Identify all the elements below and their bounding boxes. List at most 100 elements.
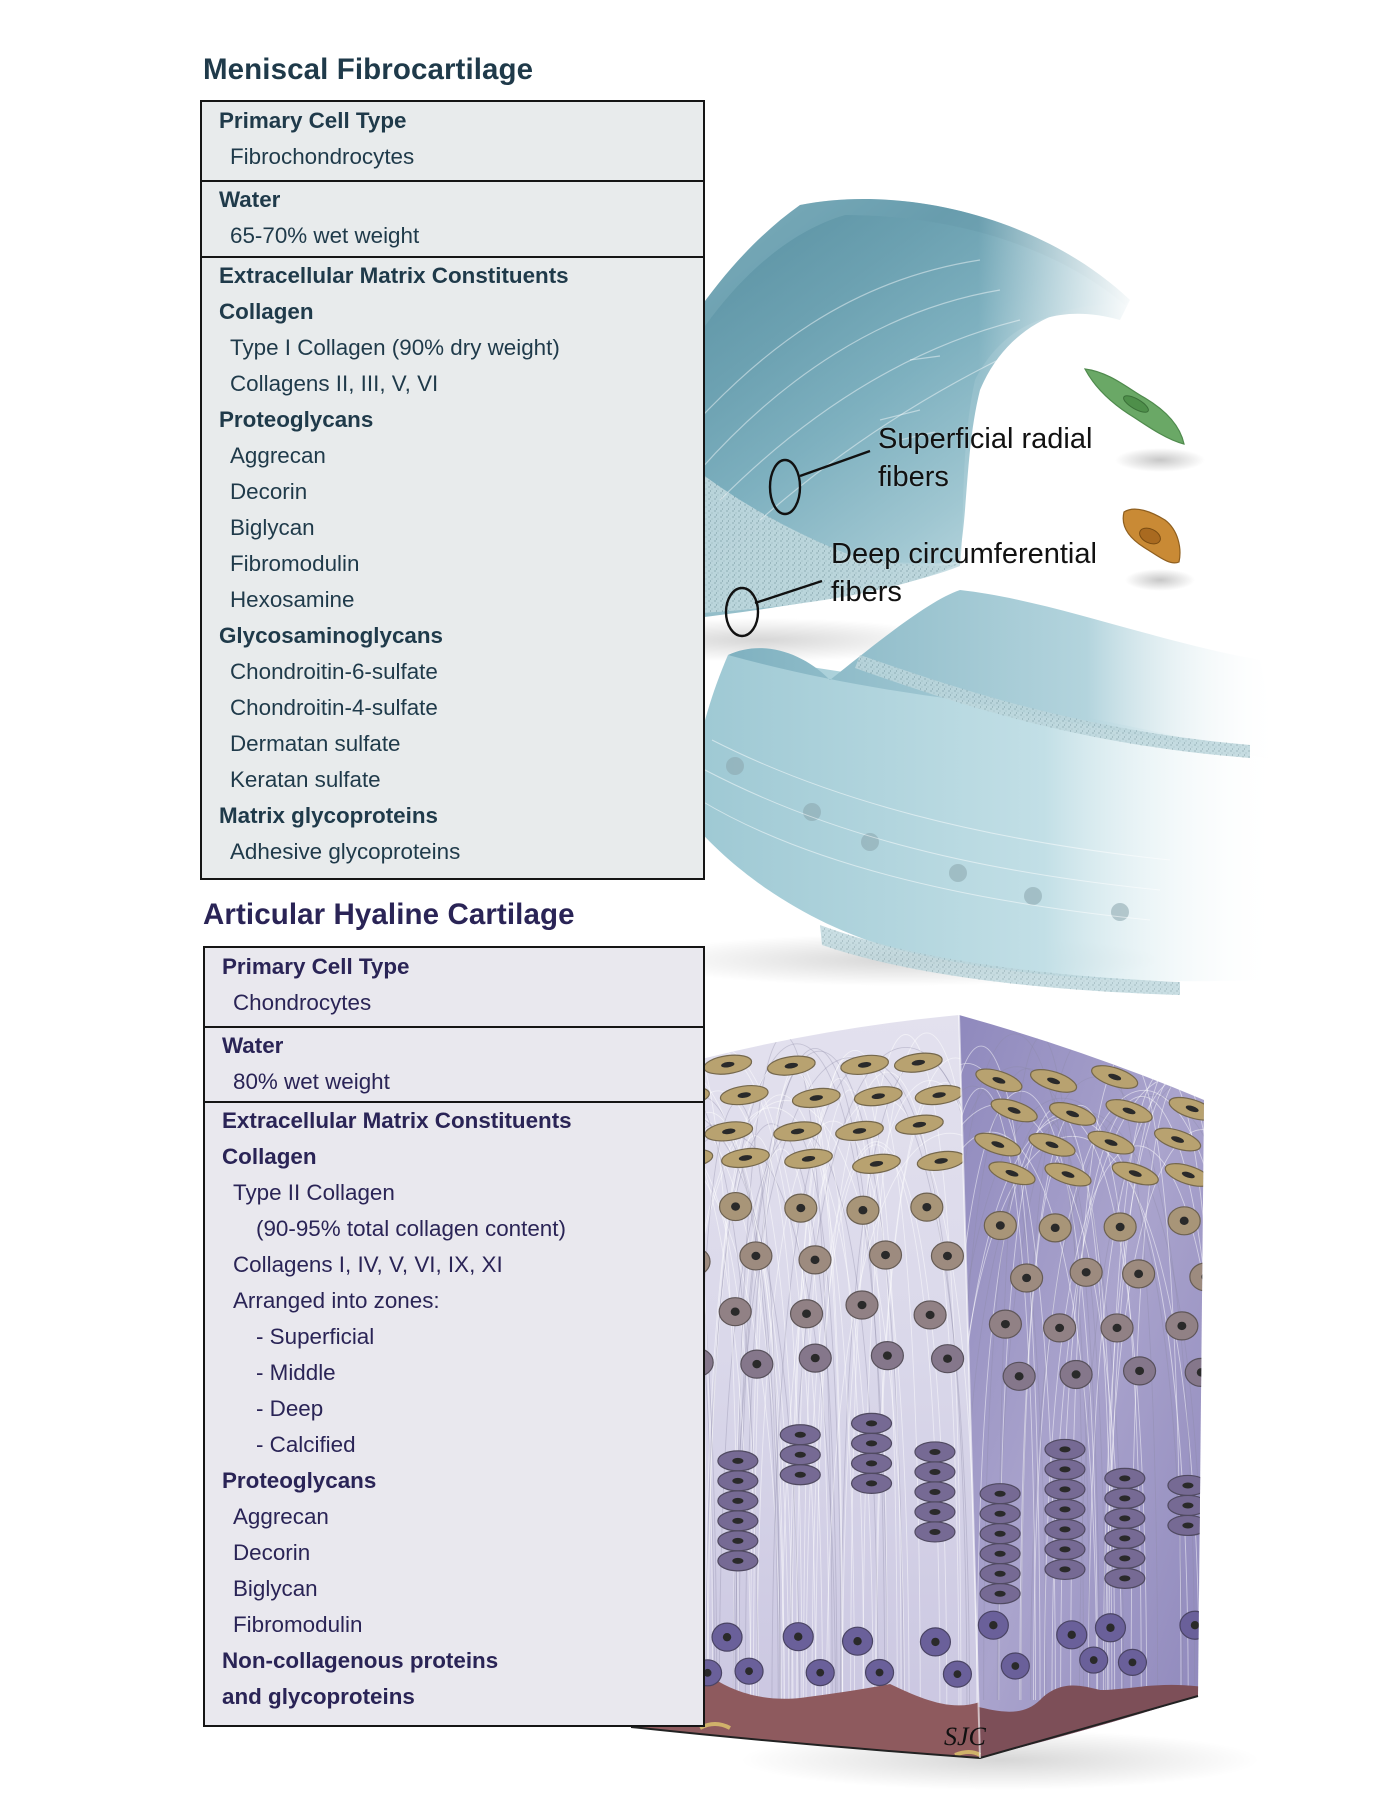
cell-nucleus [858, 1206, 868, 1215]
cell-nucleus [994, 1510, 1006, 1517]
row-value: 80% wet weight [233, 1069, 390, 1094]
proteoglycans-heading: Proteoglycans [222, 1468, 377, 1493]
collagen-fiber [756, 1120, 910, 1721]
list-item: Fibromodulin [233, 1612, 363, 1637]
collagen-fiber [850, 1034, 962, 1721]
cell-nucleus [1106, 1623, 1115, 1632]
cell-nucleus [929, 1448, 941, 1455]
collagen-fiber [815, 1071, 960, 1721]
cell-nucleus [865, 1420, 878, 1427]
meniscus-upper-rim-shade [575, 199, 1130, 612]
cell-nucleus [810, 1353, 820, 1363]
row-heading: Primary Cell Type [222, 954, 410, 979]
collagen-fiber [959, 1087, 1036, 1701]
collagen-fiber [874, 1057, 980, 1721]
cell-nucleus [857, 1300, 867, 1310]
meniscal-ecm-row: Extracellular Matrix Constituents Collag… [202, 258, 703, 870]
cell-nucleus [994, 1550, 1006, 1557]
cell-nucleus [1119, 1495, 1131, 1502]
superficial-radial-fibers-label: Superficial radial fibers [878, 420, 1092, 496]
cell-nucleus [989, 1620, 998, 1630]
cell-nucleus [1104, 1139, 1118, 1146]
zone-item: - Calcified [256, 1432, 356, 1457]
row-heading: Extracellular Matrix Constituents [219, 263, 569, 288]
collagen-fiber [707, 1135, 803, 1721]
cell-nucleus [1182, 1522, 1194, 1529]
cell-nucleus [1182, 1482, 1194, 1489]
cell-nucleus [1177, 1321, 1187, 1331]
label-line: Superficial radial [878, 423, 1093, 455]
hyaline-section-title: Articular Hyaline Cartilage [203, 898, 575, 931]
cell-nucleus [751, 1251, 761, 1261]
label-line: fibers [831, 576, 902, 608]
cell-nucleus [1190, 1621, 1200, 1630]
cell-nucleus [991, 1141, 1005, 1148]
cell-nucleus [1007, 1107, 1021, 1114]
list-item: Chondroitin-4-sulfate [230, 695, 438, 720]
label-line: Deep circumferential [831, 538, 1097, 570]
collagen-fiber [959, 1066, 1125, 1701]
label-line: fibers [878, 461, 949, 493]
cell-nucleus [1171, 1136, 1185, 1143]
cell-nucleus [1000, 1319, 1010, 1329]
cell-nucleus [869, 1160, 884, 1167]
list-item-note: (90-95% total collagen content) [256, 1216, 566, 1241]
cell-nucleus [732, 1517, 744, 1524]
deep-circumferential-fibers-label: Deep circumferential fibers [831, 535, 1097, 611]
cell-nucleus [1119, 1575, 1131, 1582]
zone-item: - Middle [256, 1360, 336, 1385]
calcified-zone-chondrocyte [1202, 1646, 1204, 1674]
cell-nucleus [1196, 1368, 1204, 1377]
cell-nucleus [794, 1632, 803, 1641]
list-item: Collagens I, IV, V, VI, IX, XI [233, 1252, 503, 1277]
cell-nucleus [1067, 1630, 1076, 1640]
cell-nucleus [882, 1351, 892, 1360]
list-item: Dermatan sulfate [230, 731, 401, 756]
cell-nucleus [994, 1590, 1006, 1597]
collagen-fiber [959, 1085, 1047, 1701]
cell-nucleus [1112, 1323, 1122, 1333]
cell-nucleus [738, 1155, 753, 1161]
cell-nucleus [1011, 1662, 1020, 1670]
collagen-fiber [959, 1063, 1056, 1701]
cell-nucleus [794, 1431, 806, 1438]
zone-item: - Superficial [256, 1324, 375, 1349]
noncollagenous-heading-cont: and glycoproteins [222, 1684, 415, 1709]
cell-nucleus [1089, 1656, 1098, 1664]
chondrocyte-cell-shadow [1125, 569, 1195, 591]
superficial-fibers-callout-ring [768, 458, 802, 516]
cell-nucleus [801, 1155, 816, 1162]
cell-nucleus [1185, 1105, 1199, 1113]
cartilage-vertical-edge [958, 1014, 981, 1759]
cell-nucleus [1213, 1656, 1221, 1664]
list-item: Keratan sulfate [230, 767, 381, 792]
cell-nucleus [912, 1121, 927, 1128]
cell-nucleus [1119, 1515, 1131, 1522]
cell-nucleus [1071, 1370, 1081, 1379]
meniscal-properties-table: Primary Cell Type Fibrochondrocytes Wate… [200, 100, 705, 880]
cell-nucleus [1134, 1269, 1144, 1279]
cell-nucleus [721, 1061, 735, 1068]
collagen-fiber [705, 1123, 838, 1721]
cell-nucleus [732, 1537, 744, 1544]
collagen-fiber [796, 1056, 902, 1721]
cell-nucleus [929, 1528, 941, 1535]
artist-signature: SJC [944, 1722, 987, 1751]
cell-nucleus [929, 1468, 941, 1475]
list-item: Arranged into zones: [233, 1288, 440, 1313]
cell-nucleus [853, 1636, 862, 1646]
cell-nucleus [1059, 1546, 1071, 1553]
cell-nucleus [1059, 1446, 1071, 1453]
cell-nucleus [1081, 1268, 1091, 1277]
cell-nucleus [732, 1557, 744, 1564]
meniscus-fade [780, 190, 1140, 590]
cell-nucleus [1059, 1466, 1071, 1473]
list-item: Adhesive glycoproteins [230, 839, 461, 864]
cell-nucleus [796, 1203, 806, 1213]
cell-nucleus [1050, 1223, 1060, 1233]
cell-nucleus [994, 1570, 1006, 1577]
collagen-fiber [875, 1082, 980, 1721]
proteoglycans-heading: Proteoglycans [219, 407, 374, 432]
cell-nucleus [730, 1307, 740, 1316]
cell-nucleus [929, 1508, 941, 1515]
